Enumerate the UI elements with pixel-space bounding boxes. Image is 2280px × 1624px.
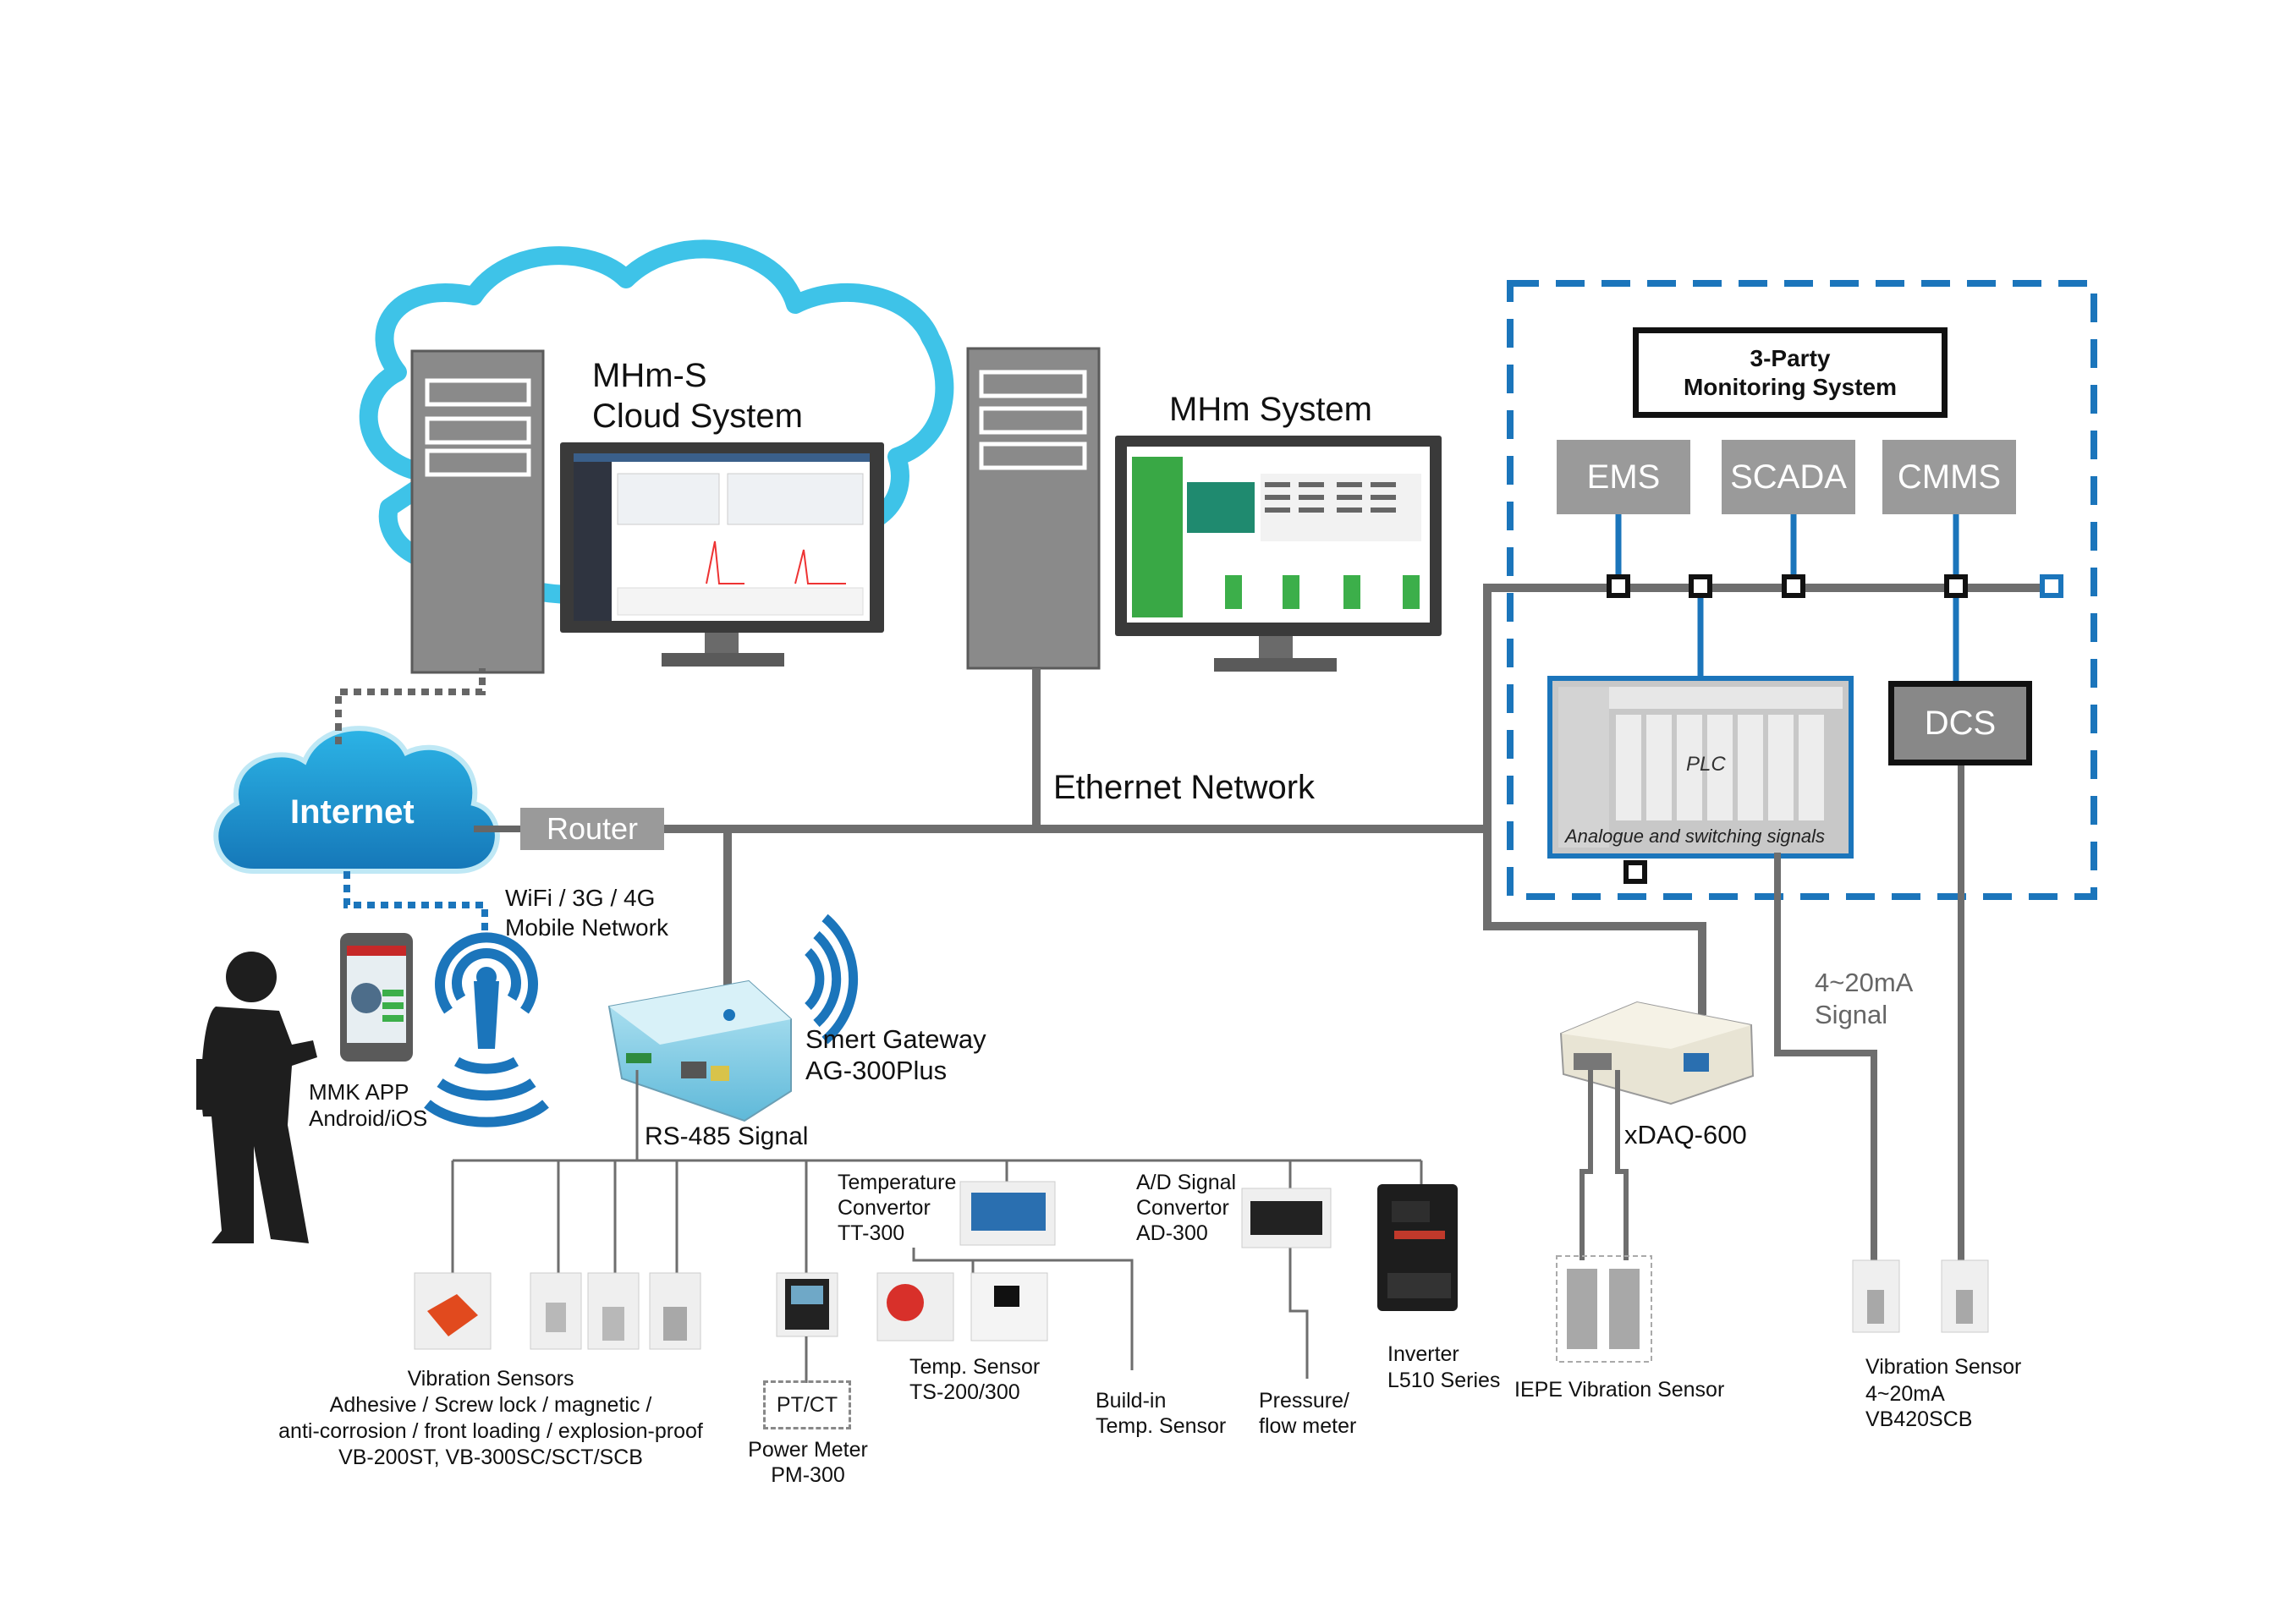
inverter-label-1: Inverter: [1387, 1342, 1459, 1366]
gateway-label-2: AG-300Plus: [805, 1056, 948, 1085]
internet-cloud-icon: [213, 726, 500, 874]
ethernet-label: Ethernet Network: [1053, 769, 1316, 806]
cloud-monitor-icon: [560, 442, 884, 667]
rs485-bus: [451, 1070, 1423, 1379]
vib420-label-2: 4~20mA: [1865, 1382, 1945, 1406]
vibration-sensor-images: [414, 1272, 701, 1350]
mmk-app-label-1: MMK APP: [309, 1079, 409, 1105]
plc-signals-label: Analogue and switching signals: [1565, 826, 1825, 847]
vib420-label-1: Vibration Sensor: [1865, 1355, 2022, 1379]
power-meter-device: [776, 1272, 838, 1337]
vibration-sensors-label-4: VB-200ST, VB-300SC/SCT/SCB: [338, 1446, 643, 1469]
xdaq-device: [1559, 1001, 1755, 1106]
rs485-label: RS-485 Signal: [645, 1122, 809, 1150]
third-party-box: 3-Party Monitoring System: [1633, 327, 1948, 418]
ad-convertor-label-1: A/D Signal: [1136, 1171, 1237, 1194]
person-silhouette-icon: [196, 952, 317, 1243]
vibration-sensors-label-1: Vibration Sensors: [407, 1367, 574, 1391]
cloud-system-label-1: MHm-S: [592, 357, 707, 394]
ad-convertor-label-3: AD-300: [1136, 1221, 1208, 1245]
temp-sensor-images: [876, 1272, 1048, 1341]
vb420-sensor-images: [1852, 1259, 1989, 1333]
iepe-label: IEPE Vibration Sensor: [1514, 1378, 1725, 1402]
cmms-box: CMMS: [1882, 440, 2016, 514]
temp-sensor-label-1: Temp. Sensor: [909, 1355, 1041, 1379]
current-signal-label-1: 4~20mA: [1815, 968, 1914, 997]
current-signal-label-2: Signal: [1815, 1000, 1888, 1029]
vibration-sensors-label-2: Adhesive / Screw lock / magnetic /: [329, 1393, 652, 1417]
mmk-app-label-2: Android/iOS: [309, 1106, 428, 1131]
ad-convertor-device: [1241, 1188, 1332, 1248]
temp-convertor-label-3: TT-300: [838, 1221, 905, 1245]
cloud-server-icon: [410, 349, 545, 674]
temperature-convertor-device: [959, 1181, 1056, 1246]
inverter-label-2: L510 Series: [1387, 1369, 1501, 1392]
dcs-box: DCS: [1888, 681, 2032, 765]
third-party-line-2: Monitoring System: [1683, 373, 1897, 400]
iepe-sensor-images: [1556, 1255, 1652, 1363]
gateway-wireless-icon: [805, 914, 859, 1045]
wireless-antenna-icon: [424, 932, 549, 1127]
buildin-temp-label-2: Temp. Sensor: [1096, 1414, 1227, 1438]
mhm-monitor-icon: [1115, 436, 1442, 672]
router-box: Router: [520, 808, 664, 850]
plc-rack: [1547, 676, 1854, 859]
phone-icon: [340, 933, 413, 1062]
ptct-box: PT/CT: [763, 1380, 851, 1429]
ad-convertor-label-2: Convertor: [1136, 1196, 1229, 1220]
third-party-frame: [1507, 280, 2097, 900]
vib420-label-3: VB420SCB: [1865, 1407, 1973, 1431]
scada-box: SCADA: [1722, 440, 1855, 514]
mhm-system-label: MHm System: [1169, 391, 1372, 428]
ems-box: EMS: [1557, 440, 1690, 514]
vibration-sensors-label-3: anti-corrosion / front loading / explosi…: [278, 1419, 703, 1443]
cloud-system-label-2: Cloud System: [592, 398, 803, 435]
smart-gateway-device: [607, 979, 792, 1122]
buildin-temp-label-1: Build-in: [1096, 1389, 1167, 1413]
ethernet-backbone: [664, 584, 2054, 1015]
mobile-network-label-2: Mobile Network: [505, 914, 668, 941]
pressure-label-1: Pressure/: [1259, 1389, 1349, 1413]
power-meter-label-2: PM-300: [771, 1463, 845, 1487]
inverter-device: [1377, 1184, 1458, 1311]
gateway-label-1: Smert Gateway: [805, 1024, 986, 1054]
mhm-server-icon: [966, 347, 1101, 670]
power-meter-label-1: Power Meter: [748, 1438, 868, 1462]
temp-sensor-label-2: TS-200/300: [909, 1380, 1020, 1404]
mobile-link: [343, 871, 488, 930]
temp-convertor-label-1: Temperature: [838, 1171, 957, 1194]
pressure-label-2: flow meter: [1259, 1414, 1357, 1438]
internet-cloud-link: [335, 668, 486, 744]
xdaq-label: xDAQ-600: [1624, 1120, 1747, 1149]
temp-convertor-label-2: Convertor: [838, 1196, 931, 1220]
third-party-line-1: 3-Party: [1750, 344, 1831, 371]
plc-label: PLC: [1686, 753, 1726, 776]
internet-label: Internet: [290, 793, 415, 831]
mobile-network-label-1: WiFi / 3G / 4G: [505, 885, 656, 911]
